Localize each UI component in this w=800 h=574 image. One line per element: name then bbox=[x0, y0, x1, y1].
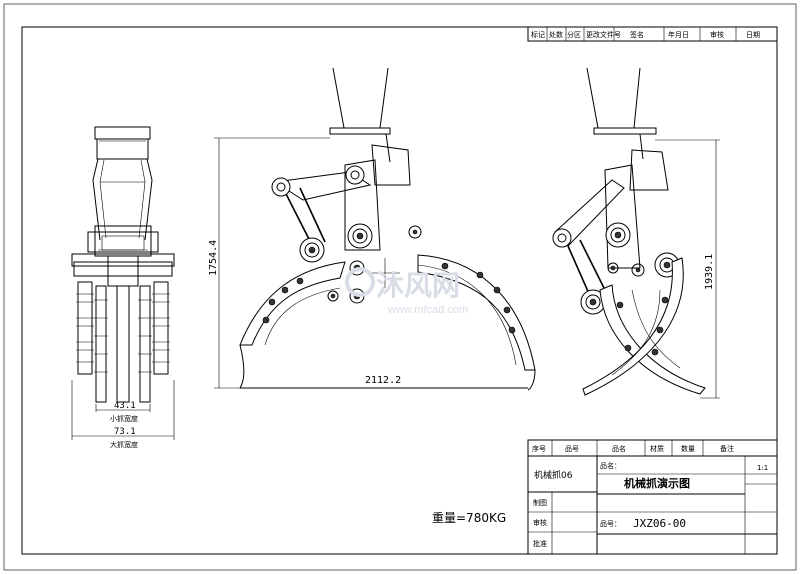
bom-header-4: 数量 bbox=[681, 444, 695, 453]
rev-header-2: 分区 bbox=[567, 30, 581, 39]
approved-label: 批准 bbox=[533, 539, 547, 548]
watermark-text: 沐风网 bbox=[376, 269, 460, 302]
large-width-label: 大抓宽度 bbox=[110, 440, 138, 449]
rev-header-3: 更改文件号 bbox=[586, 30, 621, 39]
scale-value: 1:1 bbox=[757, 464, 768, 472]
checked-label: 审核 bbox=[533, 518, 547, 527]
end-view-ribs bbox=[76, 293, 170, 373]
part-no-label: 品号： bbox=[600, 520, 621, 528]
drawn-label: 制图 bbox=[533, 498, 547, 507]
bom-header-5: 备注 bbox=[720, 444, 734, 453]
model-label: 机械抓06 bbox=[534, 469, 573, 481]
product-name-label: 品名： bbox=[600, 461, 621, 470]
large-width-value: 73.1 bbox=[114, 427, 136, 437]
front-height-value: 1754.4 bbox=[208, 240, 219, 276]
watermark-logo-icon bbox=[345, 267, 375, 297]
small-width-label: 小抓宽度 bbox=[110, 414, 138, 423]
title-block: 序号 品号 品名 材质 数量 备注 机械抓06 制图 审核 批准 品名： 1:1… bbox=[527, 439, 778, 555]
rev-header-6: 审核 bbox=[710, 30, 724, 39]
bom-header-0: 序号 bbox=[532, 444, 546, 453]
side-view: 1939.1 bbox=[552, 67, 720, 399]
rev-header-4: 签名 bbox=[630, 30, 644, 39]
product-name: 机械抓演示图 bbox=[624, 476, 690, 490]
front-view-bolts bbox=[262, 262, 516, 334]
watermark-url: www.mfcad.com bbox=[387, 304, 468, 316]
small-width-value: 43.1 bbox=[114, 401, 136, 411]
rev-header-1: 处数 bbox=[549, 30, 563, 39]
end-view: 43.1 小抓宽度 73.1 大抓宽度 bbox=[71, 126, 175, 449]
weight-note: 重量=780KG bbox=[432, 511, 506, 525]
rev-header-0: 标记 bbox=[531, 30, 545, 39]
rev-header-7: 日期 bbox=[746, 31, 760, 39]
watermark: 沐风网 www.mfcad.com bbox=[345, 267, 468, 316]
side-height-value: 1939.1 bbox=[704, 254, 715, 290]
front-width-value: 2112.2 bbox=[365, 375, 401, 386]
rev-header-5: 年月日 bbox=[668, 30, 689, 39]
inner-frame bbox=[21, 26, 778, 555]
bom-header-1: 品号 bbox=[565, 445, 579, 453]
revision-strip: 标记 处数 分区 更改文件号 签名 年月日 审核 日期 bbox=[527, 26, 778, 42]
front-view: 1754.4 2112.2 bbox=[208, 67, 536, 391]
bom-header-2: 品名 bbox=[612, 444, 626, 453]
part-no: JXZ06-00 bbox=[633, 517, 686, 530]
outer-frame bbox=[3, 3, 797, 571]
side-view-bolts bbox=[616, 296, 669, 356]
bom-header-3: 材质 bbox=[650, 444, 664, 453]
